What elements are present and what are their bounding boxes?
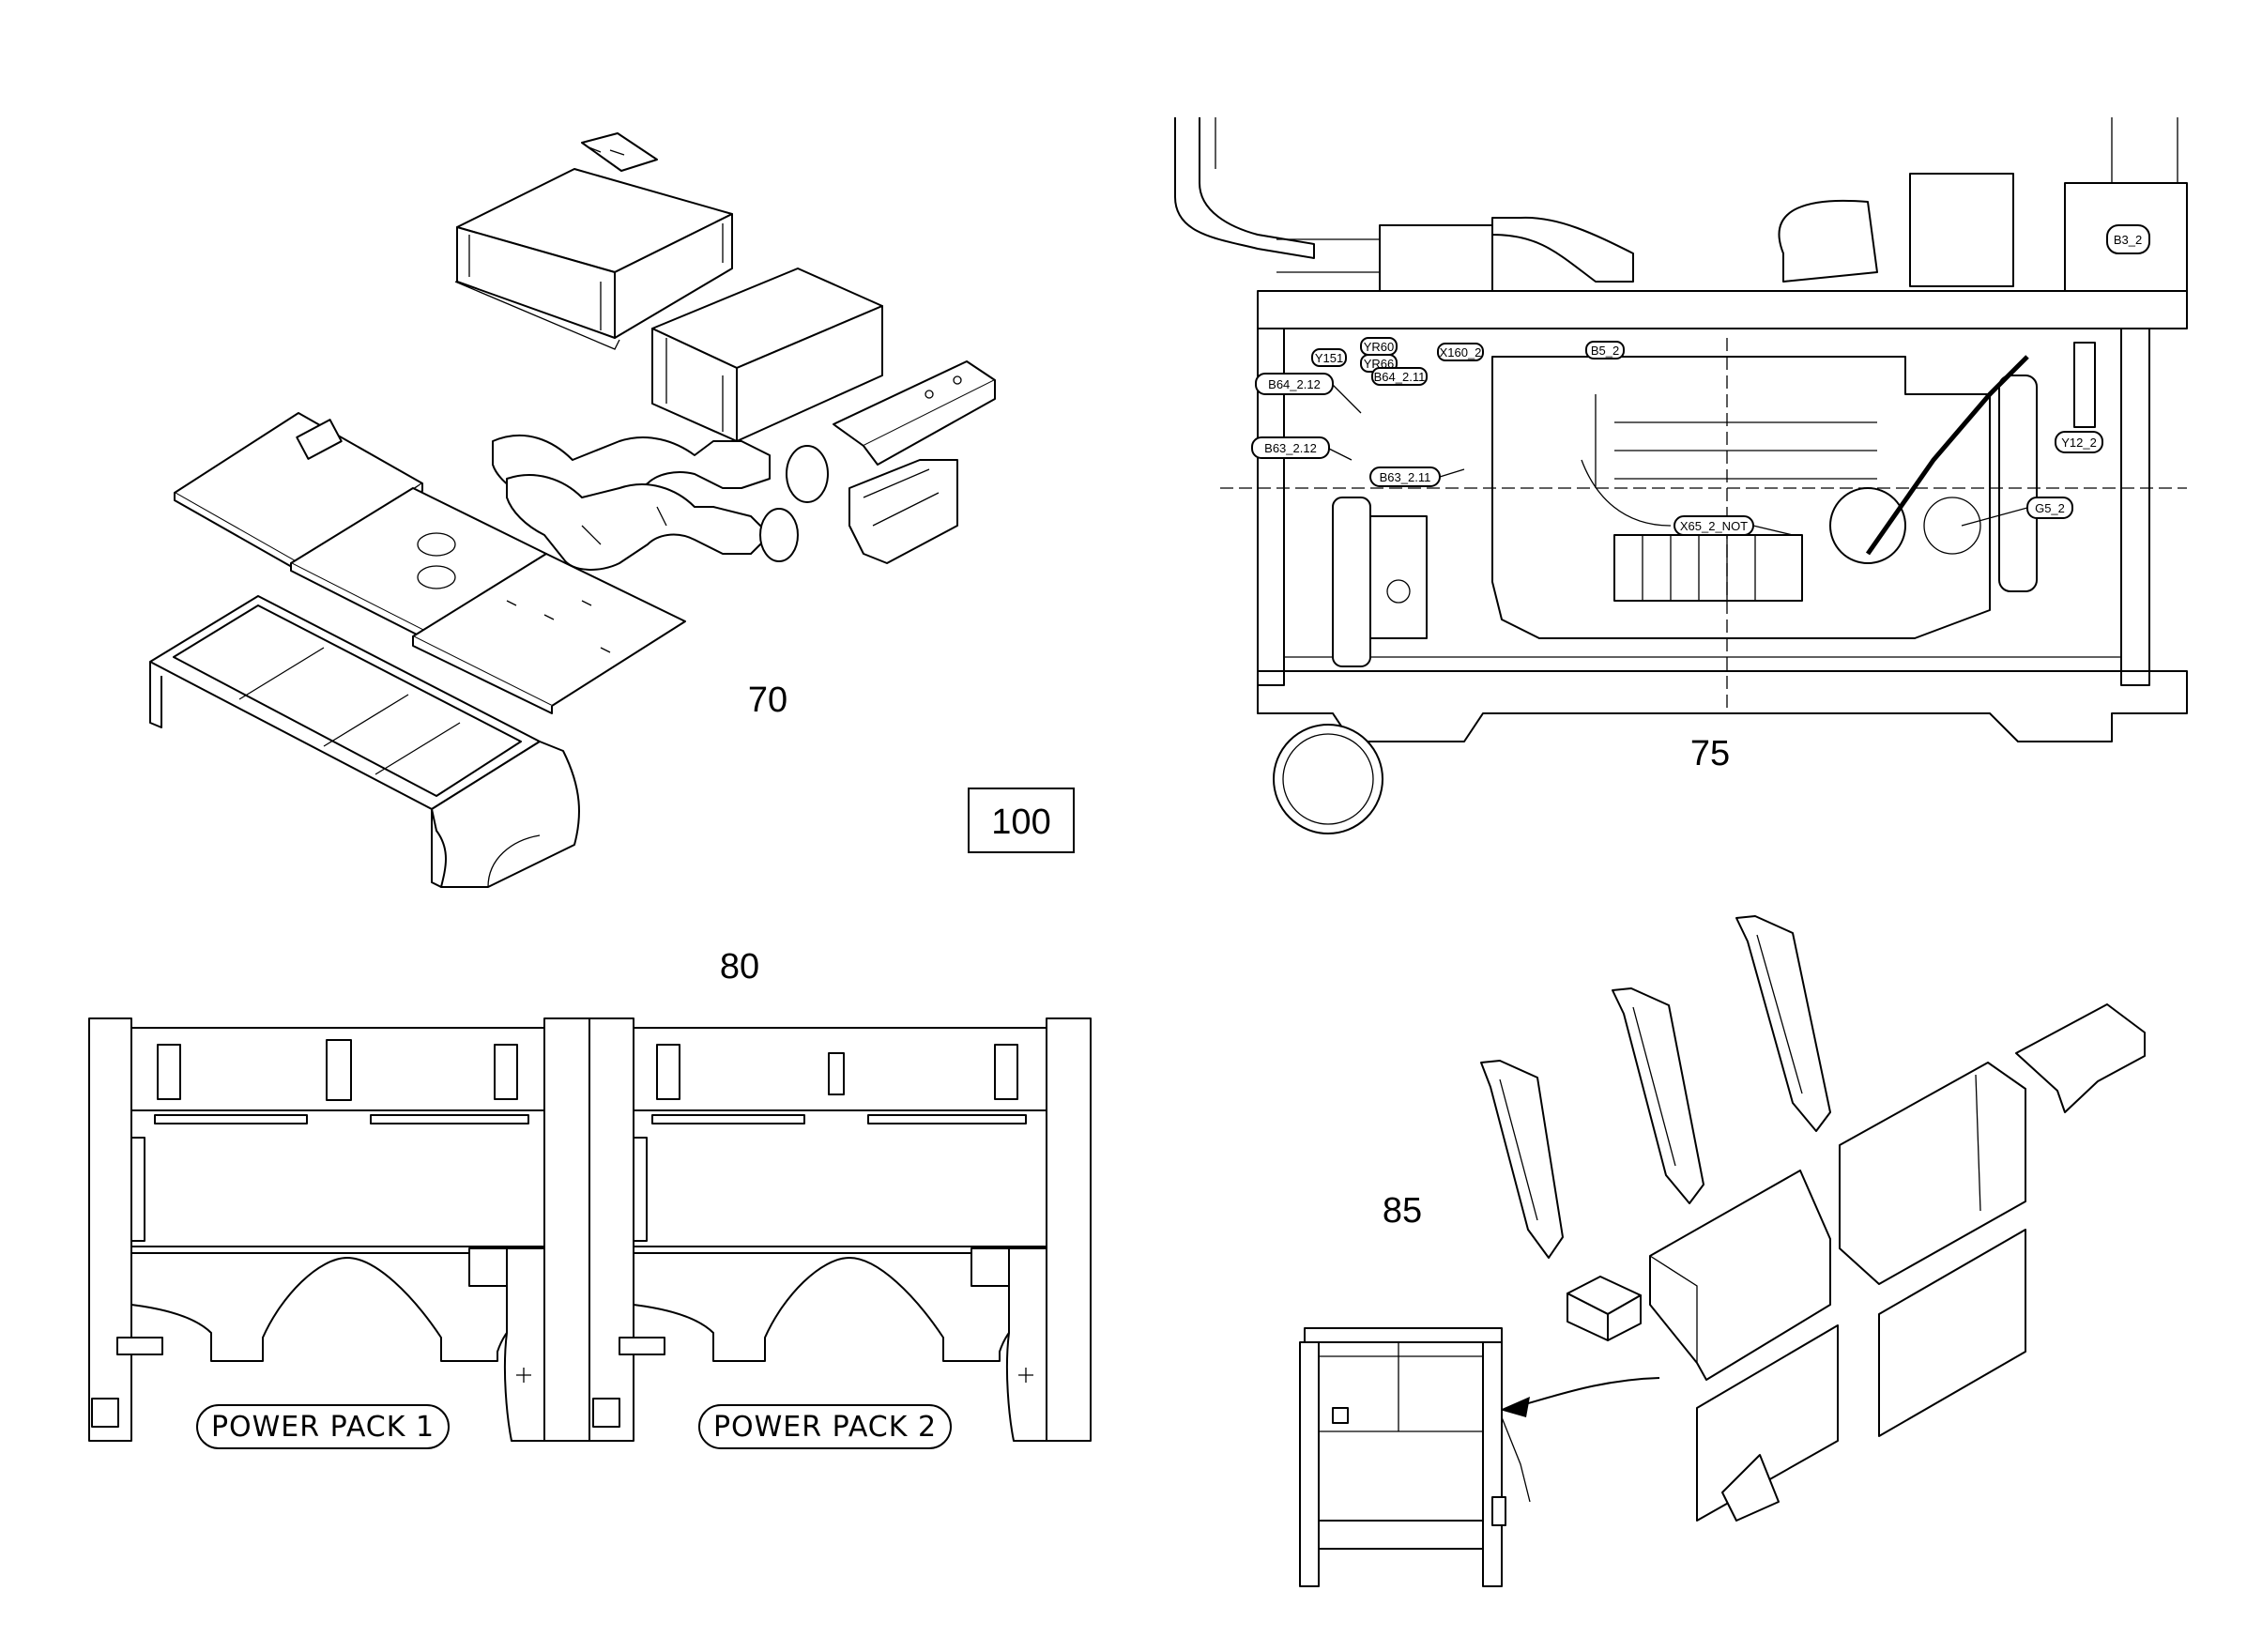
view-75-engine-elevation: B3_2 Y151 YR60 — [1174, 117, 2188, 834]
view-70-exploded-canopy: 70 — [149, 132, 996, 888]
tag-b64-2-12: B64_2.12 — [1268, 377, 1321, 391]
page-reference-box: 100 — [968, 788, 1075, 853]
mount-bracket-lower — [848, 459, 958, 564]
view-80-power-packs: 80 — [88, 947, 1092, 1449]
view-80-number: 80 — [720, 947, 759, 987]
view-75-number: 75 — [1690, 734, 1730, 773]
power-pack-1-label: POWER PACK 1 — [196, 1404, 450, 1449]
view-70-number: 70 — [748, 681, 787, 720]
top-cover-plate — [581, 132, 658, 172]
frame-assembly — [1299, 1327, 1531, 1587]
base-frame — [149, 595, 580, 888]
tag-g5-2: G5_2 — [2035, 501, 2065, 515]
floor-panel-right — [412, 553, 686, 714]
view-85-number: 85 — [1383, 1191, 1422, 1231]
tag-b64-2-11: B64_2.11 — [1374, 370, 1426, 384]
tag-x65-2-not: X65_2_NOT — [1680, 519, 1748, 533]
exhaust-pipes — [492, 434, 829, 571]
tag-x160-2: X160_2 — [1440, 345, 1482, 359]
tag-b63-2-12: B63_2.12 — [1264, 441, 1317, 455]
page-reference-number: 100 — [991, 803, 1050, 842]
canopy-box — [454, 168, 733, 350]
power-pack-2-text: POWER PACK 2 — [713, 1411, 937, 1444]
power-pack-2-label: POWER PACK 2 — [698, 1404, 952, 1449]
engine-cover — [651, 268, 883, 442]
tag-y12-2: Y12_2 — [2061, 436, 2097, 450]
callout-tags-75: Y151 YR60 YR66 X160_2 B5_2 B64_2.12 B64_… — [1251, 337, 2103, 536]
tag-b5-2: B5_2 — [1591, 344, 1619, 358]
small-box — [1567, 1276, 1642, 1341]
tag-b3-2: B3_2 — [2114, 233, 2142, 247]
tag-yr60: YR60 — [1364, 340, 1395, 354]
tag-y151: Y151 — [1315, 351, 1343, 365]
power-pack-1-text: POWER PACK 1 — [211, 1411, 435, 1444]
tag-b63-2-11: B63_2.11 — [1380, 470, 1431, 484]
mount-bracket-upper — [833, 360, 996, 466]
view-85-exploded-enclosure: 85 — [1299, 915, 2146, 1587]
support-brackets — [1480, 915, 1831, 1259]
